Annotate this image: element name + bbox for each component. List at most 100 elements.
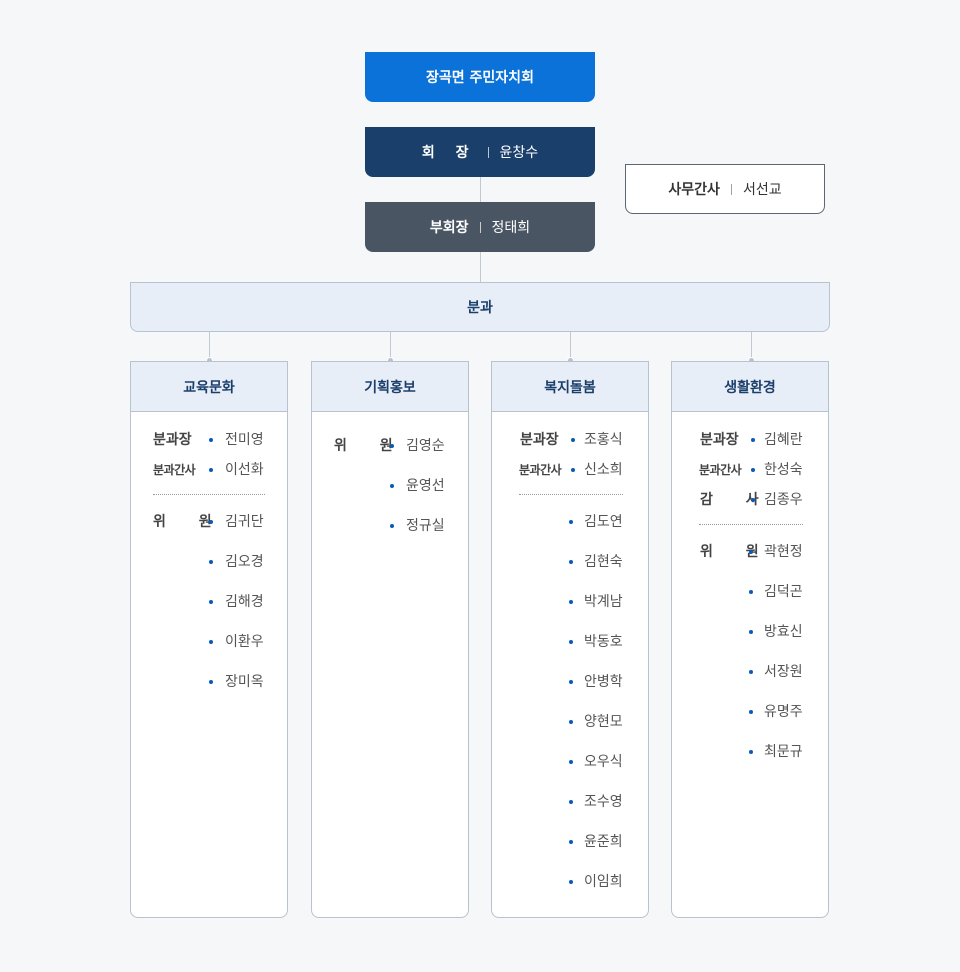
division-column-2: 기획홍보 위 원 김영순 윤영선 정규실 (311, 361, 469, 918)
division-column-1: 교육문화 분과장 전미영 분과간사 이선화 위 원 김귀단 김오경 김해경 이환… (130, 361, 288, 918)
member-row: 장미옥 (131, 672, 287, 692)
leader-role: 분과장 (700, 432, 739, 448)
member-row: 박동호 (492, 632, 648, 652)
bullet-icon (390, 484, 394, 488)
bullet-icon (209, 438, 213, 442)
bullet-icon (390, 444, 394, 448)
member-row: 김오경 (131, 552, 287, 572)
member-row: 유명주 (672, 702, 828, 722)
leader-role: 분과장 (153, 432, 192, 448)
bullet-icon (569, 640, 573, 644)
leader-name: 한성숙 (764, 462, 803, 478)
member-row: 조수영 (492, 792, 648, 812)
vice-president-name: 정태희 (491, 220, 531, 236)
member-row: 정규실 (312, 516, 468, 536)
member-row: 이환우 (131, 632, 287, 652)
leader-name: 전미영 (225, 432, 264, 448)
bullet-icon (569, 560, 573, 564)
division-column-3: 복지돌봄 분과장 조홍식 분과간사 신소희 김도연 김현숙 박계남 박동호 (491, 361, 649, 918)
member-row: 위 원 곽현정 (672, 542, 828, 562)
member-name: 박계남 (584, 594, 623, 610)
leader-role: 분과간사 (519, 463, 562, 477)
division-title: 교육문화 (131, 362, 287, 412)
member-name: 양현모 (584, 714, 623, 730)
separator (730, 183, 732, 195)
bullet-icon (209, 468, 213, 472)
division-column-4: 생활환경 분과장 김혜란 분과간사 한성숙 감 사 김종우 위 원 곽현정 김덕… (671, 361, 829, 918)
leader-row: 분과장 조홍식 (492, 430, 648, 450)
member-name: 이임희 (584, 874, 623, 890)
member-name: 방효신 (764, 624, 803, 640)
member-name: 곽현정 (764, 544, 803, 560)
secretary-role: 사무간사 (668, 182, 720, 198)
leader-role: 분과간사 (699, 463, 742, 477)
leader-row: 분과간사 신소희 (492, 460, 648, 480)
member-row: 위 원 김귀단 (131, 512, 287, 532)
leader-row: 분과간사 이선화 (131, 460, 287, 480)
division-group-box: 분과 (130, 282, 830, 332)
division-title: 복지돌봄 (492, 362, 648, 412)
member-row: 김도연 (492, 512, 648, 532)
bullet-icon (751, 498, 755, 502)
bullet-icon (749, 630, 753, 634)
dotted-divider (699, 524, 803, 525)
dotted-divider (519, 494, 623, 495)
leader-role: 분과간사 (153, 463, 196, 477)
member-name: 김오경 (225, 554, 264, 570)
member-row: 서장원 (672, 662, 828, 682)
member-row: 위 원 김영순 (312, 436, 468, 456)
connector-group-div2 (390, 332, 391, 361)
member-name: 장미옥 (225, 674, 264, 690)
leader-row: 분과장 김혜란 (672, 430, 828, 450)
secretary-name: 서선교 (742, 182, 782, 198)
member-row: 최문규 (672, 742, 828, 762)
bullet-icon (569, 680, 573, 684)
member-name: 이환우 (225, 634, 264, 650)
president-name: 윤창수 (499, 145, 539, 161)
vice-president-box: 부회장 정태희 (365, 202, 595, 252)
connector-group-div3 (570, 332, 571, 361)
leader-name: 신소희 (584, 462, 623, 478)
leader-role: 분과장 (520, 432, 559, 448)
secretary-box: 사무간사 서선교 (625, 164, 825, 214)
member-row: 오우식 (492, 752, 648, 772)
bullet-icon (209, 680, 213, 684)
bullet-icon (749, 710, 753, 714)
bullet-icon (209, 520, 213, 524)
bullet-icon (569, 520, 573, 524)
bullet-icon (751, 468, 755, 472)
leader-name: 김혜란 (764, 432, 803, 448)
member-name: 정규실 (406, 518, 445, 534)
president-box: 회 장 윤창수 (365, 127, 595, 177)
member-row: 박계남 (492, 592, 648, 612)
bullet-icon (749, 750, 753, 754)
connector-president-vice (480, 177, 481, 202)
member-name: 김현숙 (584, 554, 623, 570)
division-title: 생활환경 (672, 362, 828, 412)
member-label: 위 원 (334, 438, 407, 454)
bullet-icon (209, 560, 213, 564)
member-row: 김해경 (131, 592, 287, 612)
member-row: 윤영선 (312, 476, 468, 496)
member-name: 윤영선 (406, 478, 445, 494)
division-title: 기획홍보 (312, 362, 468, 412)
member-name: 박동호 (584, 634, 623, 650)
member-name: 최문규 (764, 744, 803, 760)
leader-role: 감 사 (700, 492, 773, 508)
member-label: 위 원 (153, 514, 226, 530)
member-row: 이임희 (492, 872, 648, 892)
member-row: 방효신 (672, 622, 828, 642)
separator (487, 146, 489, 158)
leader-row: 분과장 전미영 (131, 430, 287, 450)
separator (479, 221, 481, 233)
member-row: 김덕곤 (672, 582, 828, 602)
bullet-icon (569, 840, 573, 844)
leader-row: 감 사 김종우 (672, 490, 828, 510)
member-name: 김해경 (225, 594, 264, 610)
bullet-icon (209, 640, 213, 644)
connector-group-div4 (751, 332, 752, 361)
leader-name: 조홍식 (584, 432, 623, 448)
president-role: 회 장 (421, 145, 477, 161)
member-name: 유명주 (764, 704, 803, 720)
member-name: 윤준희 (584, 834, 623, 850)
